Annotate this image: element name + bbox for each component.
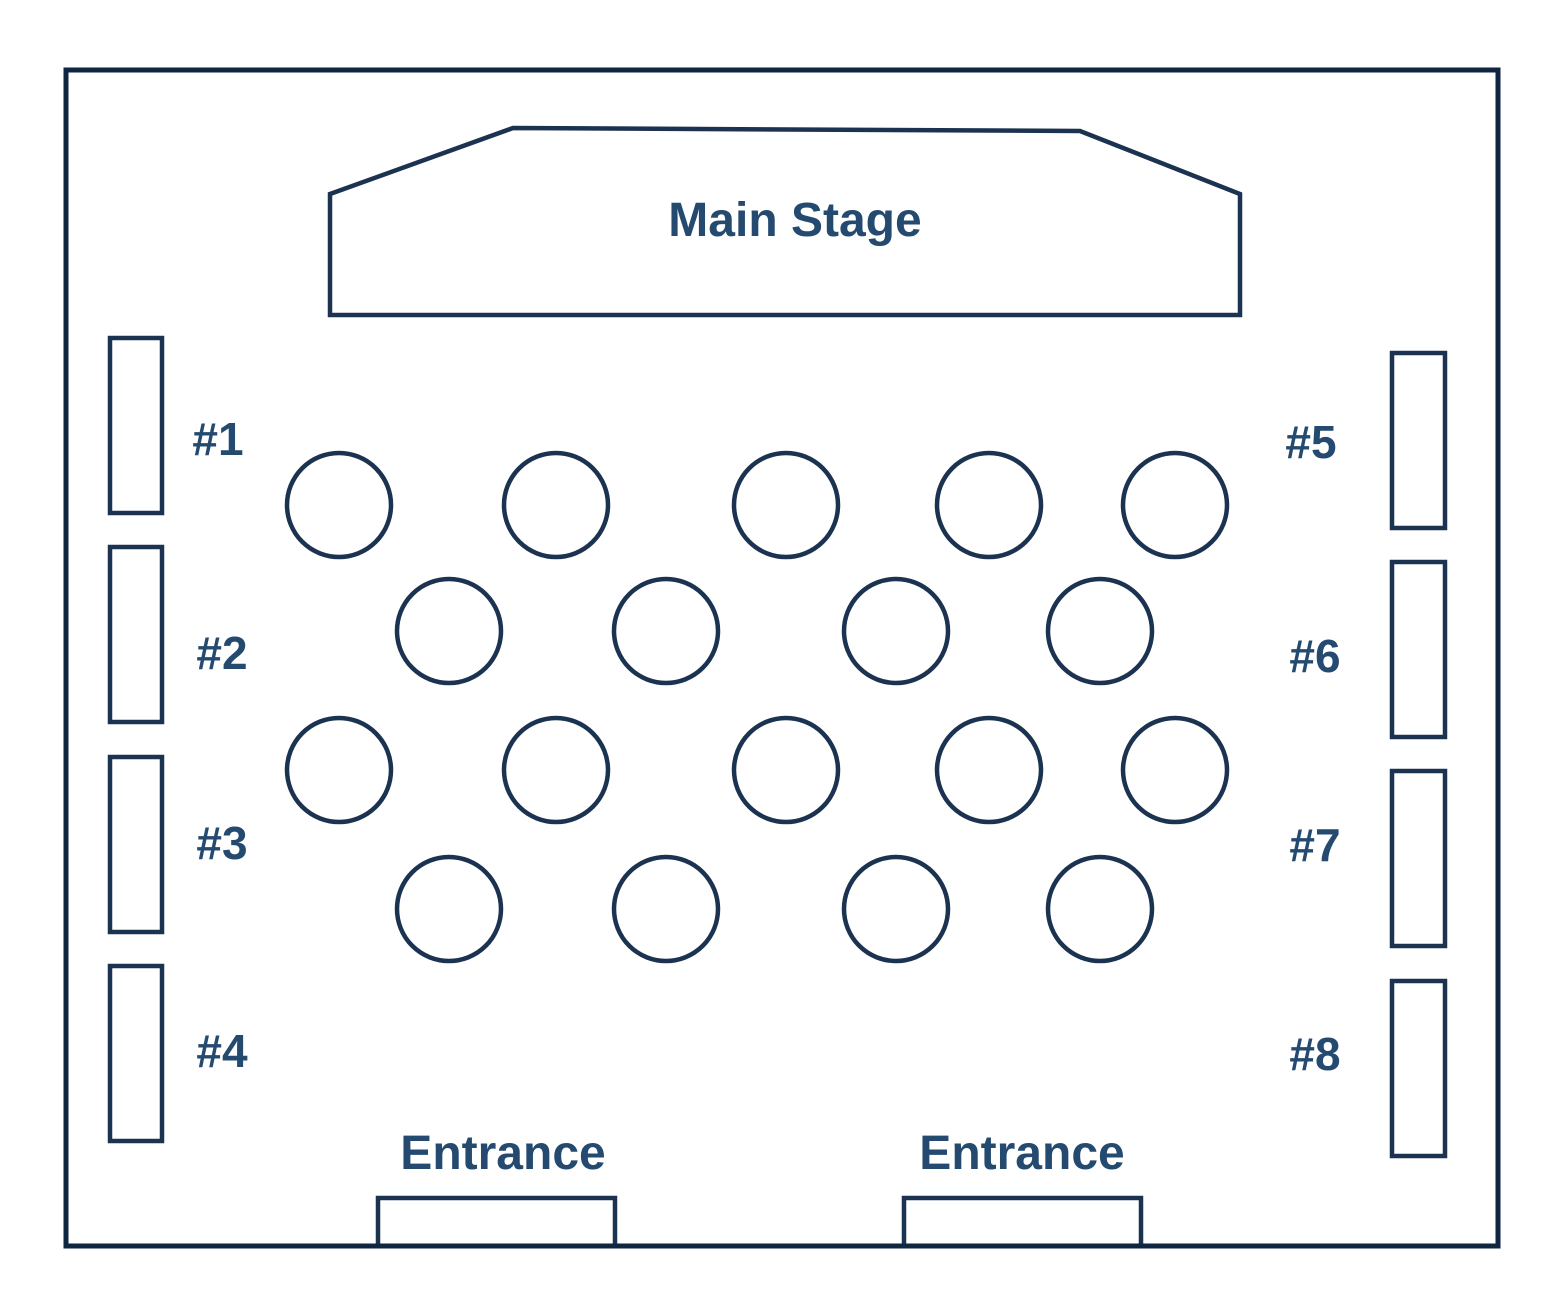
stage-shape	[327, 125, 1243, 318]
booth-rect	[107, 335, 165, 516]
booth-8: #8	[1289, 978, 1448, 1159]
booth-7: #7	[1289, 768, 1448, 949]
round-table	[934, 715, 1044, 825]
booth-4: #4	[107, 963, 248, 1144]
booth-label: #1	[192, 413, 243, 465]
round-table	[1120, 450, 1230, 560]
round-table	[934, 450, 1044, 560]
booth-label: #5	[1285, 416, 1336, 468]
booth-1: #1	[107, 335, 244, 516]
tables-area	[284, 450, 1230, 964]
booth-label: #8	[1289, 1028, 1340, 1080]
booth-2: #2	[107, 544, 248, 725]
booth-rect	[107, 544, 165, 725]
round-table	[1045, 854, 1155, 964]
stage-label: Main Stage	[668, 194, 921, 247]
booth-3: #3	[107, 754, 248, 935]
entrance-label: Entrance	[919, 1127, 1124, 1180]
entrance-door	[901, 1195, 1144, 1249]
booth-rect	[1389, 350, 1448, 531]
booth-rect	[107, 963, 165, 1144]
booth-5: #5	[1285, 350, 1448, 531]
booth-label: #7	[1289, 819, 1340, 871]
booth-rect	[107, 754, 165, 935]
booth-label: #3	[196, 817, 247, 869]
round-table	[284, 450, 394, 560]
round-table	[731, 715, 841, 825]
booth-rect	[1389, 978, 1448, 1159]
round-table	[501, 715, 611, 825]
round-table	[611, 576, 721, 686]
booth-6: #6	[1289, 559, 1448, 740]
round-table	[284, 715, 394, 825]
entrance-left: Entrance	[375, 1127, 618, 1249]
round-table	[841, 576, 951, 686]
booth-label: #6	[1289, 630, 1340, 682]
entrance-door	[375, 1195, 618, 1249]
round-table	[1045, 576, 1155, 686]
round-table	[731, 450, 841, 560]
booth-label: #4	[196, 1025, 248, 1077]
round-table	[394, 576, 504, 686]
entrance-right: Entrance	[901, 1127, 1144, 1249]
main-stage: Main Stage	[327, 125, 1243, 318]
booth-rect	[1389, 768, 1448, 949]
booth-label: #2	[196, 627, 247, 679]
round-table	[501, 450, 611, 560]
round-table	[841, 854, 951, 964]
round-table	[1120, 715, 1230, 825]
booth-rect	[1389, 559, 1448, 740]
round-table	[394, 854, 504, 964]
round-table	[611, 854, 721, 964]
entrance-label: Entrance	[400, 1127, 605, 1180]
